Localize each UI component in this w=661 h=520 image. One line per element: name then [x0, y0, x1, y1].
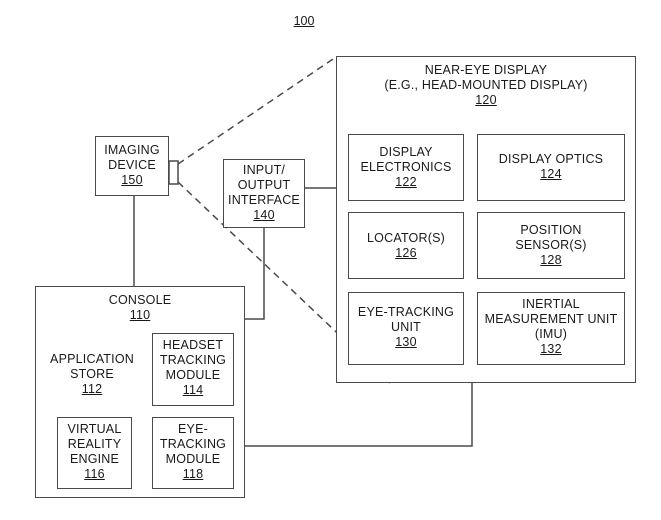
vr-engine-line-3: ENGINE — [69, 452, 120, 466]
headset-tracking-module-label: HEADSET TRACKING MODULE 114 — [152, 338, 234, 398]
imaging-device-block — [95, 136, 169, 196]
eye-tracking-unit-line-1: EYE-TRACKING — [357, 305, 455, 319]
eye-tracking-unit-line-2: UNIT — [391, 320, 421, 334]
io-interface-ref: 140 — [253, 208, 275, 222]
display-electronics-block — [348, 134, 464, 201]
display-electronics-line-2: ELECTRONICS — [360, 160, 452, 174]
position-sensors-line-2: SENSOR(S) — [515, 238, 587, 252]
position-sensors-label: POSITION SENSOR(S) 128 — [477, 223, 625, 268]
headset-tracking-line-3: MODULE — [165, 368, 221, 382]
camera-lens-icon — [168, 160, 179, 185]
near-eye-display-line-2: (E.G., HEAD-MOUNTED DISPLAY) — [384, 78, 588, 92]
imu-ref: 132 — [540, 342, 562, 356]
eye-tracking-module-line-3: MODULE — [165, 452, 221, 466]
display-electronics-label: DISPLAY ELECTRONICS 122 — [348, 145, 464, 190]
position-sensors-ref: 128 — [540, 253, 562, 267]
locators-label: LOCATOR(S) 126 — [348, 231, 464, 261]
imu-block — [477, 292, 625, 365]
vr-engine-block — [57, 417, 132, 489]
io-interface-label: INPUT/ OUTPUT INTERFACE 140 — [223, 163, 305, 223]
view-line-top — [177, 56, 337, 165]
link-io-console — [245, 228, 265, 320]
display-electronics-ref: 122 — [395, 175, 417, 189]
eye-tracking-module-ref: 118 — [182, 467, 204, 481]
application-store-line-1: APPLICATION — [50, 352, 134, 366]
imu-line-1: INERTIAL — [522, 297, 580, 311]
near-eye-display-line-1: NEAR-EYE DISPLAY — [424, 63, 548, 77]
display-optics-line-1: DISPLAY OPTICS — [498, 152, 604, 166]
display-optics-block — [477, 134, 625, 201]
imaging-device-line-1: IMAGING — [104, 143, 160, 157]
headset-tracking-module-block — [152, 333, 234, 406]
display-electronics-line-1: DISPLAY — [379, 145, 433, 159]
eye-tracking-module-label: EYE- TRACKING MODULE 118 — [152, 422, 234, 482]
console-ref: 110 — [129, 308, 151, 322]
imaging-device-ref: 150 — [121, 173, 143, 187]
application-store-line-2: STORE — [70, 367, 114, 381]
vr-engine-line-2: REALITY — [67, 437, 122, 451]
display-optics-ref: 124 — [540, 167, 562, 181]
link-hmd-console — [245, 383, 473, 447]
io-interface-line-2: OUTPUT — [237, 178, 291, 192]
near-eye-display-label: NEAR-EYE DISPLAY (E.G., HEAD-MOUNTED DIS… — [336, 63, 636, 108]
headset-tracking-line-2: TRACKING — [159, 353, 227, 367]
eye-tracking-unit-label: EYE-TRACKING UNIT 130 — [348, 305, 464, 350]
io-interface-block — [223, 159, 305, 228]
position-sensors-line-1: POSITION — [520, 223, 582, 237]
display-optics-label: DISPLAY OPTICS 124 — [477, 152, 625, 182]
vr-engine-line-1: VIRTUAL — [67, 422, 122, 436]
application-store-ref: 112 — [81, 382, 103, 396]
eye-tracking-unit-block — [348, 292, 464, 365]
locators-ref: 126 — [395, 246, 417, 260]
figure-number: 100 — [293, 14, 315, 28]
position-sensors-block — [477, 212, 625, 279]
eye-tracking-unit-ref: 130 — [395, 335, 417, 349]
imaging-device-label: IMAGING DEVICE 150 — [95, 143, 169, 188]
eye-tracking-module-block — [152, 417, 234, 489]
locators-block — [348, 212, 464, 279]
headset-tracking-ref: 114 — [182, 383, 204, 397]
imaging-device-line-2: DEVICE — [108, 158, 156, 172]
console-line-1: CONSOLE — [108, 293, 172, 307]
application-store-label: APPLICATION STORE 112 — [46, 352, 138, 397]
headset-tracking-line-1: HEADSET — [162, 338, 224, 352]
imu-line-3: (IMU) — [534, 327, 568, 341]
vr-engine-label: VIRTUAL REALITY ENGINE 116 — [57, 422, 132, 482]
locators-line-1: LOCATOR(S) — [367, 231, 445, 245]
eye-tracking-module-line-2: TRACKING — [159, 437, 227, 451]
near-eye-display-ref: 120 — [475, 93, 497, 107]
io-interface-line-3: INTERFACE — [228, 193, 300, 207]
imu-line-2: MEASUREMENT UNIT — [484, 312, 618, 326]
imu-label: INERTIAL MEASUREMENT UNIT (IMU) 132 — [477, 297, 625, 357]
io-interface-line-1: INPUT/ — [242, 163, 286, 177]
vr-engine-ref: 116 — [84, 467, 105, 481]
console-label: CONSOLE 110 — [35, 293, 245, 323]
eye-tracking-module-line-1: EYE- — [178, 422, 208, 436]
